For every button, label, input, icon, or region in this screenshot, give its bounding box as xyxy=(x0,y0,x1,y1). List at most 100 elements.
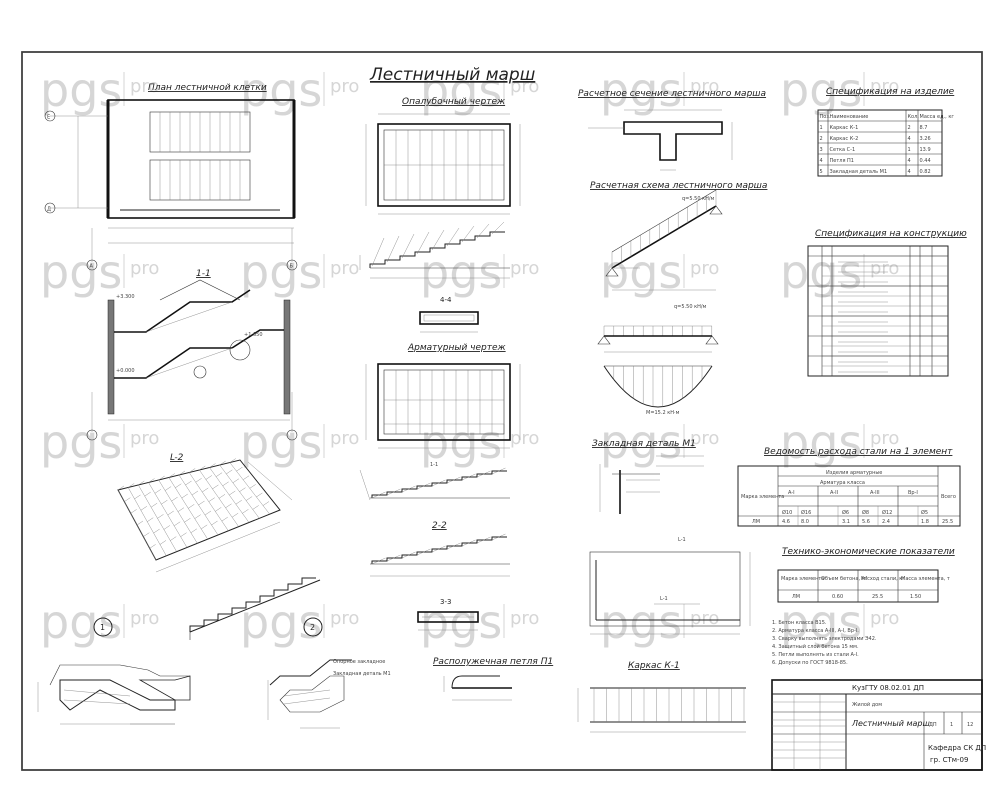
watermark-suffix: pro xyxy=(130,258,159,279)
watermark-suffix: pro xyxy=(330,428,359,449)
watermark-suffix: pro xyxy=(510,258,539,279)
watermark-brand: pgs xyxy=(600,63,682,117)
spec-items-cell: 4 xyxy=(908,169,911,175)
embed-detail: Закладная деталь М1 xyxy=(592,439,704,514)
section-4-4-title: 4-4 xyxy=(440,296,452,304)
watermark-suffix: pro xyxy=(870,608,899,629)
watermark-brand: pgs xyxy=(600,595,682,649)
watermark-brand: pgs xyxy=(780,595,862,649)
plan-title: План лестничной клетки xyxy=(148,83,267,93)
steel-class-2: A-III xyxy=(870,490,880,496)
spec-items-cell: 4 xyxy=(908,158,911,164)
watermark-brand: pgs xyxy=(40,245,122,299)
steel-class-1: A-II xyxy=(830,490,838,496)
tech-row-3: 1.50 xyxy=(910,594,921,600)
watermark-suffix: pro xyxy=(870,76,899,97)
frame-title: Каркас К-1 xyxy=(628,661,680,671)
watermark-brand: pgs xyxy=(600,245,682,299)
main-title: Лестничный марш xyxy=(369,65,535,85)
section-3-3: 3-3 xyxy=(417,598,479,631)
rebar-title: Арматурный чертеж xyxy=(407,343,507,353)
watermark-suffix: pro xyxy=(130,76,159,97)
steel-row-2: 8.0 xyxy=(801,519,809,525)
watermark-suffix: pro xyxy=(510,76,539,97)
formwork-view: Опалубочный чертеж xyxy=(365,97,521,215)
rebar-profile-22: 2-2 xyxy=(370,521,510,577)
calc-scheme: Расчетная схема лестничного марша q=5.50… xyxy=(590,181,767,291)
watermark-brand: pgs xyxy=(40,595,122,649)
watermark-suffix: pro xyxy=(690,428,719,449)
tb-sheet-name: Лестничный марш xyxy=(851,719,930,728)
steel-size-0: Ø10 xyxy=(782,509,792,516)
tb-group: гр. СТм-09 xyxy=(930,756,968,764)
view-l-2-title: L-2 xyxy=(170,453,184,463)
steel-row-4: 5.6 xyxy=(862,519,870,525)
steel-usage: Ведомость расхода стали на 1 элемент Изд… xyxy=(737,447,961,527)
title-block: КузГТУ 08.02.01 ДП Жилой дом Лестничный … xyxy=(771,679,986,771)
steel-row-6: 1.8 xyxy=(921,519,929,525)
notes: 1. Бетон класса B15. 2. Арматура класса … xyxy=(772,620,877,666)
watermark-brand: pgs xyxy=(40,63,122,117)
view-l-1-tag: L-1 xyxy=(678,537,686,543)
steel-row-1: 4.6 xyxy=(782,519,790,525)
spec-construction: Спецификация на конструкцию xyxy=(807,229,967,377)
formwork-title: Опалубочный чертеж xyxy=(402,97,506,107)
moment-label: M=15.2 кН·м xyxy=(646,410,680,416)
spec-items-cell: 0.44 xyxy=(920,158,931,164)
spec-items-cell: 4 xyxy=(820,158,823,164)
spec-items-cell: Петля П1 xyxy=(830,158,854,164)
watermark-brand: pgs xyxy=(420,415,502,469)
section-4-4: 4-4 xyxy=(419,296,479,333)
steel-subheader: Арматура класса xyxy=(820,480,865,486)
section-1-1: 1-1 +3.300 +0.000 +1.650 xyxy=(86,269,298,441)
load-q1: q=5.50 кН/м xyxy=(682,196,715,202)
spec-items-cell: 3.26 xyxy=(920,136,931,142)
steel-total-label: Всего xyxy=(941,494,956,500)
load-q2: q=5.50 кН/м xyxy=(674,304,707,310)
watermark-suffix: pro xyxy=(330,258,359,279)
tech-head-1: Объем бетона, м³ xyxy=(821,576,867,582)
spec-construction-title: Спецификация на конструкцию xyxy=(815,229,967,239)
watermark-suffix: pro xyxy=(690,608,719,629)
spec-items-header: Наименование xyxy=(830,114,869,120)
watermark-brand: pgs xyxy=(600,415,682,469)
tb-project: Жилой дом xyxy=(852,701,882,708)
watermark-suffix: pro xyxy=(510,428,539,449)
watermark-brand: pgs xyxy=(240,415,322,469)
steel-row-7: 25.5 xyxy=(942,519,953,525)
support-tag: Опорное закладное xyxy=(333,659,385,665)
axis-e-label: Е xyxy=(47,115,50,121)
plan-view: План лестничной клетки Е Д А Б xyxy=(44,83,298,271)
calc-scheme-2: q=5.50 кН/м M=15.2 кН·м xyxy=(597,304,719,416)
calc-section: Расчетное сечение лестничного марша xyxy=(578,89,766,171)
spec-items-cell: Закладная деталь М1 xyxy=(830,169,888,175)
view-l-1: L-1 L-1 xyxy=(589,537,751,635)
watermark-brand: pgs xyxy=(240,63,322,117)
axis-b-label: Б xyxy=(290,264,294,270)
stair-elevation xyxy=(189,577,321,640)
tech-econ: Технико-экономические показатели Марка э… xyxy=(777,547,955,603)
rebar-view: Арматурный чертеж xyxy=(365,343,521,449)
steel-size-1: Ø16 xyxy=(801,509,811,516)
steel-size-3: Ø8 xyxy=(862,509,869,516)
steel-row-3: 3.1 xyxy=(842,519,850,525)
steel-row-0: ЛМ xyxy=(752,519,760,525)
watermark-suffix: pro xyxy=(510,608,539,629)
view-l-2: L-2 xyxy=(117,453,293,573)
node-1: 1 xyxy=(37,617,191,725)
elev-mid-1-1: +3.300 xyxy=(116,294,135,300)
watermark-suffix: pro xyxy=(690,258,719,279)
watermark-brand: pgs xyxy=(420,63,502,117)
note-1: 1. Бетон класса B15. xyxy=(772,620,827,626)
section-3-3-title: 3-3 xyxy=(440,598,451,606)
note-5: 5. Петли выполнять из стали A-I. xyxy=(772,652,859,658)
tech-econ-title: Технико-экономические показатели xyxy=(782,547,955,557)
rebar-profile-11-tag: 1-1 xyxy=(430,462,438,468)
spec-items-header: Поз. xyxy=(820,114,831,120)
note-2: 2. Арматура класса A-III, A-I, Bp-I. xyxy=(772,628,859,634)
tb-org: Кафедра СК ДП xyxy=(928,744,986,752)
steel-size-2: Ø6 xyxy=(842,509,849,516)
tech-head-0: Марка элемента xyxy=(781,576,824,582)
